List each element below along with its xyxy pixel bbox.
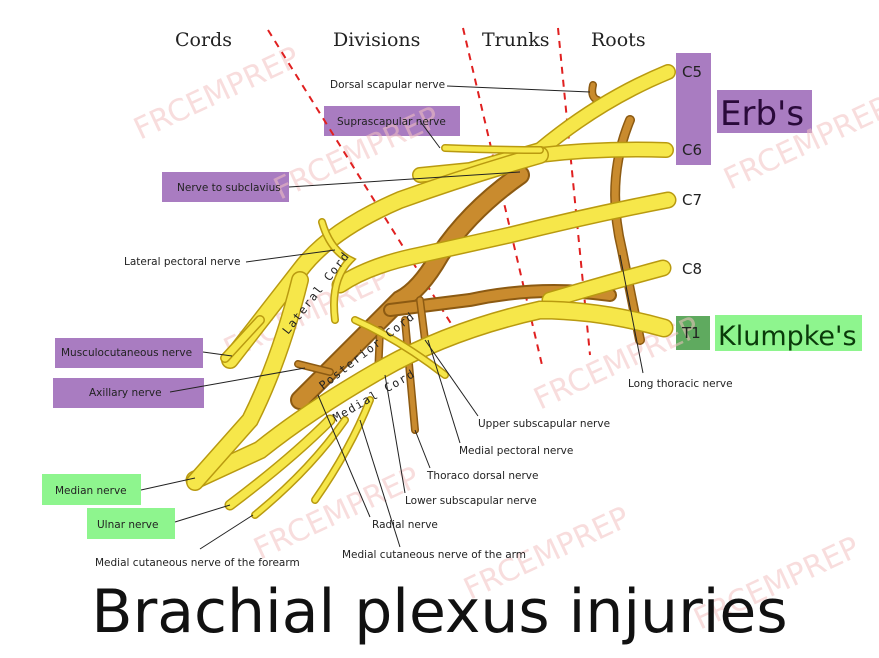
t1-highlight <box>676 316 710 350</box>
header-cords: Cords <box>175 29 232 51</box>
axillary-box <box>53 378 204 408</box>
subclavius-box <box>162 172 289 202</box>
dorsal-scapular-label: Dorsal scapular nerve <box>330 79 445 91</box>
median-box <box>42 474 141 505</box>
erbs-roots-highlight <box>676 53 711 165</box>
musculocutaneous-box <box>55 338 203 368</box>
root-c8-label: C8 <box>682 260 702 278</box>
thoraco-dorsal-label: Thoraco dorsal nerve <box>426 470 538 482</box>
lower-subscapular-label: Lower subscapular nerve <box>405 495 537 507</box>
leader-lines <box>140 85 644 550</box>
suprascapular-box <box>324 106 460 136</box>
upper-subscapular-label: Upper subscapular nerve <box>478 418 610 430</box>
erbs-label-box <box>717 90 812 133</box>
suprascapular-label: Suprascapular nerve <box>337 116 446 128</box>
subclavius-label: Nerve to subclavius <box>177 182 281 194</box>
trunks-roots-line <box>557 27 591 356</box>
ulnar-box <box>87 508 175 539</box>
ulnar-label: Ulnar nerve <box>97 519 158 531</box>
lateral-pectoral-label: Lateral pectoral nerve <box>124 256 240 268</box>
root-c7-label: C7 <box>682 191 702 209</box>
musculocutaneous-label: Musculocutaneous nerve <box>61 347 192 359</box>
anterior-nerves <box>185 64 677 519</box>
page-title: Brachial plexus injuries <box>91 577 788 647</box>
long-thoracic-label: Long thoracic nerve <box>628 378 733 390</box>
medial-cutaneous-arm-label: Medial cutaneous nerve of the arm <box>342 549 526 561</box>
medial-cutaneous-forearm-label: Medial cutaneous nerve of the forearm <box>95 557 300 569</box>
watermark-1: FRCEMPREP <box>129 40 305 147</box>
root-t1-label: T1 <box>681 324 701 342</box>
header-trunks: Trunks <box>482 29 550 51</box>
erbs-label: Erb's <box>720 94 804 134</box>
header-roots: Roots <box>591 29 646 51</box>
root-c5-label: C5 <box>682 63 702 81</box>
header-divisions: Divisions <box>333 29 420 51</box>
radial-label: Radial nerve <box>372 519 438 531</box>
klumpkes-label-box <box>715 315 862 351</box>
axillary-label: Axillary nerve <box>89 387 162 399</box>
medial-pectoral-label: Medial pectoral nerve <box>459 445 573 457</box>
cords-divisions-line <box>267 29 456 331</box>
klumpkes-label: Klumpke's <box>718 321 857 352</box>
median-label: Median nerve <box>55 485 127 497</box>
root-c6-label: C6 <box>682 141 702 159</box>
